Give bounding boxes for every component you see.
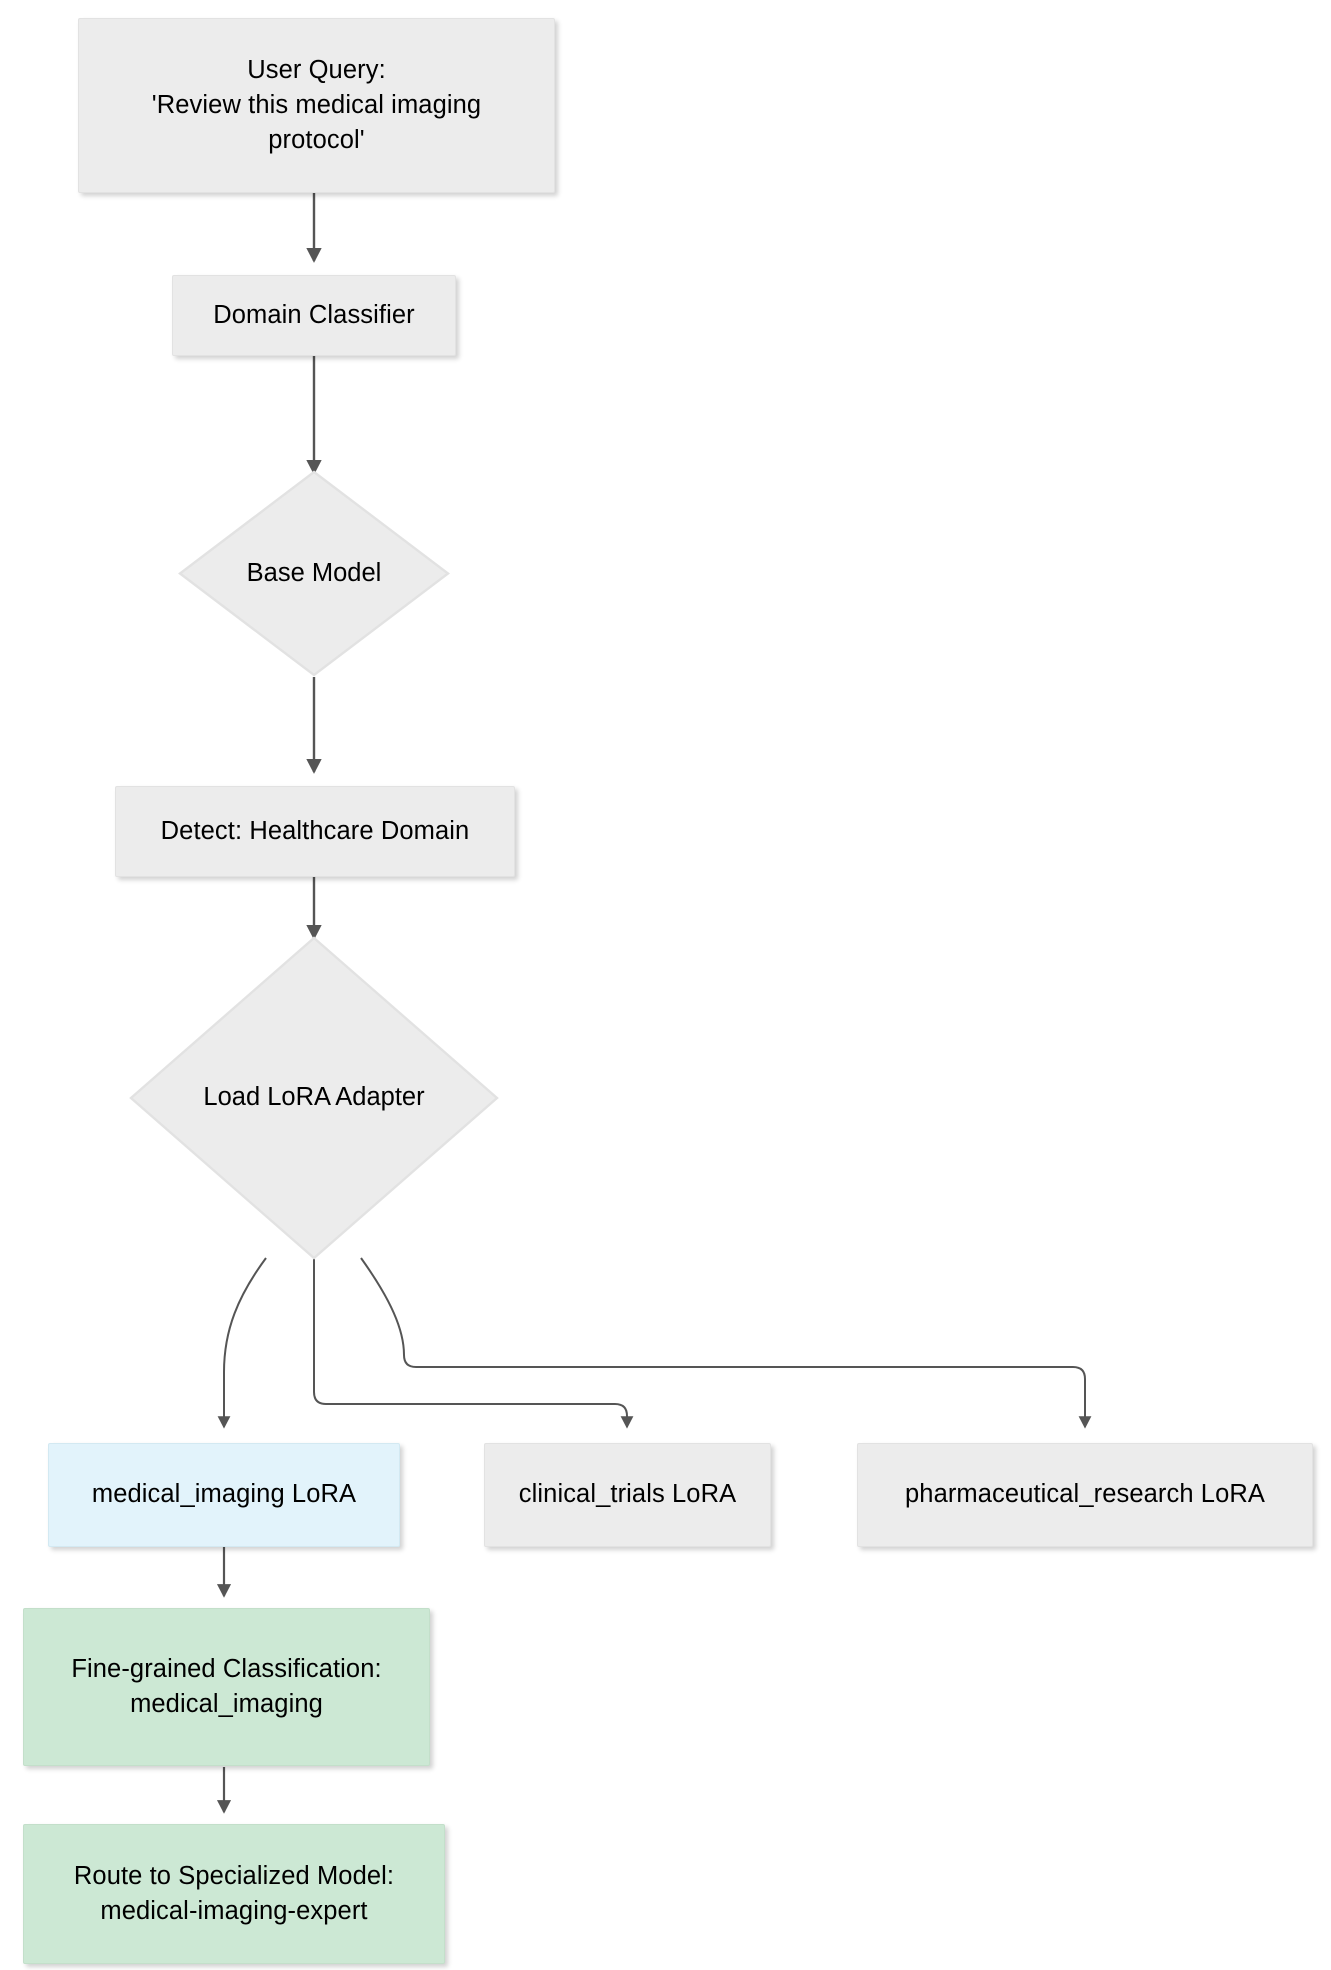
node-medical-imaging-lora-label: medical_imaging LoRA	[91, 1480, 357, 1509]
node-load-lora-adapter-label-wrap: Load LoRA Adapter	[129, 936, 499, 1260]
node-medical-imaging-lora[interactable]: medical_imaging LoRA	[48, 1443, 400, 1547]
node-pharmaceutical-research-lora[interactable]: pharmaceutical_research LoRA	[857, 1443, 1313, 1547]
load-lora-adapter-diamond-shape	[129, 936, 499, 1260]
node-clinical-trials-lora-label: clinical_trials LoRA	[518, 1480, 737, 1509]
node-detect-healthcare-domain[interactable]: Detect: Healthcare Domain	[115, 786, 515, 877]
base-model-diamond-shape	[178, 470, 450, 677]
node-detect-healthcare-domain-label: Detect: Healthcare Domain	[160, 816, 470, 845]
node-route-specialized-model[interactable]: Route to Specialized Model: medical-imag…	[23, 1824, 445, 1964]
edge-load-lora-adapter-to-clinical-trials	[313, 1258, 634, 1429]
node-base-model[interactable]: Base Model	[178, 470, 450, 677]
node-user-query-label: User Query: 'Review this medical imaging…	[151, 55, 482, 155]
node-load-lora-adapter-label: Load LoRA Adapter	[203, 1083, 425, 1112]
node-fine-grained-classification-label: Fine-grained Classification: medical_ima…	[71, 1654, 382, 1718]
node-fine-grained-classification[interactable]: Fine-grained Classification: medical_ima…	[23, 1608, 430, 1766]
node-pharmaceutical-research-lora-label: pharmaceutical_research LoRA	[905, 1480, 1265, 1509]
node-route-specialized-model-label: Route to Specialized Model: medical-imag…	[73, 1861, 395, 1925]
node-base-model-label: Base Model	[246, 558, 382, 587]
node-base-model-label-wrap: Base Model	[178, 470, 450, 677]
node-domain-classifier[interactable]: Domain Classifier	[172, 275, 456, 356]
edge-load-lora-adapter-to-medical-imaging	[217, 1257, 267, 1429]
node-domain-classifier-label: Domain Classifier	[213, 300, 415, 329]
node-load-lora-adapter[interactable]: Load LoRA Adapter	[129, 936, 499, 1260]
node-clinical-trials-lora[interactable]: clinical_trials LoRA	[484, 1443, 771, 1547]
node-user-query[interactable]: User Query: 'Review this medical imaging…	[78, 18, 555, 193]
edge-load-lora-adapter-to-pharmaceutical-research	[360, 1257, 1092, 1429]
